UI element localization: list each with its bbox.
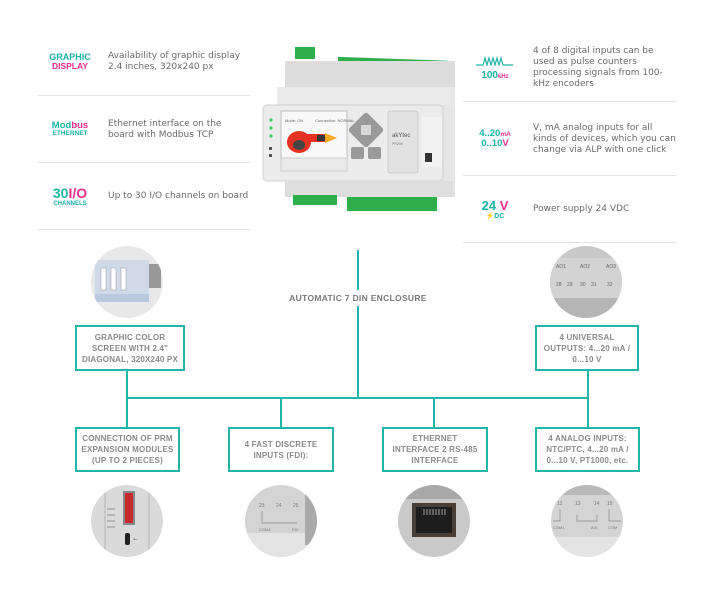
pin-label: 29 [567, 282, 573, 288]
connector-line-center [357, 250, 359, 398]
feature-pulse-counters: 100kHz 4 of 8 digital inputs can be used… [463, 34, 676, 102]
terminal-block [295, 47, 315, 59]
logo-text: I/O [68, 185, 88, 201]
terminal-label: AO2 [580, 264, 590, 270]
logo-text: ETHERNET [52, 130, 88, 138]
logo-text: 24 [481, 198, 497, 213]
ethernet-port-thumbnail [398, 485, 470, 557]
connector-line-left [126, 370, 128, 428]
power-logo: 24 V ⚡DC [463, 199, 527, 220]
connector-line-horizontal [126, 397, 589, 399]
logo-text: 4..20 [479, 128, 501, 140]
io-channels-logo: 30I/O CHANNELS [38, 186, 102, 207]
terminal-label: COM [608, 525, 617, 530]
terminal-block [347, 197, 437, 211]
feature-graphic-display: GRAPHIC DISPLAY Availability of graphic … [38, 28, 250, 96]
fdi-closeup-thumbnail: 23 24 25 COM4 FDI [245, 485, 317, 557]
pin-label: 13 [575, 501, 581, 507]
logo-text: kHz [498, 74, 509, 81]
feature-description: Ethernet interface on the board with Mod… [108, 118, 222, 140]
logo-text: V [502, 138, 509, 149]
logo-text: 30 [52, 185, 69, 201]
esc-key[interactable] [351, 147, 364, 159]
outputs-closeup-thumbnail: AO1 AO2 AO3 28 29 30 31 32 [550, 246, 622, 318]
divider [38, 229, 250, 230]
terminal-label: COM1 [553, 525, 565, 530]
burner-icon [287, 131, 337, 153]
connector-line-right [587, 370, 589, 428]
pin-label: 14 [594, 501, 600, 507]
enclosure-title: AUTOMATIC 7 DIN ENCLOSURE [250, 290, 466, 306]
divider [38, 95, 250, 96]
analog-logo: 4..20mA 0..10V [463, 129, 527, 149]
screen-status: Connection: NORMAL [315, 118, 355, 123]
terminal-label: AI4 [591, 525, 598, 530]
pin-label: 24 [276, 503, 282, 509]
fast-discrete-inputs-box: 4 FAST DISCRETE INPUTS (FDI): [228, 427, 334, 472]
logo-text: Mod [51, 120, 72, 132]
pin-label: 32 [607, 282, 613, 288]
divider [463, 175, 676, 176]
logo-text: DC [494, 212, 505, 220]
pulse-logo: 100kHz [463, 54, 527, 81]
pin-label: 31 [591, 282, 597, 288]
connector-line-ethernet [433, 397, 435, 428]
logo-text: mA [500, 131, 511, 139]
prm-expansion-box: CONNECTION OF PRM EXPANSION MODULES (UP … [75, 427, 180, 472]
logo-text: 100 [481, 70, 498, 82]
universal-outputs-box: 4 UNIVERSAL OUTPUTS: 4...20 mA / 0...10 … [535, 325, 639, 371]
divider [38, 162, 250, 163]
logo-text: CHANNELS [53, 200, 87, 207]
model-label: PR205 [392, 142, 403, 146]
qr-code [425, 153, 432, 162]
terminal-label: AO1 [556, 264, 566, 270]
connector-line-fdi [280, 397, 282, 428]
logo-text: DISPLAY [51, 61, 89, 72]
terminal-label: AO3 [606, 264, 616, 270]
ok-key[interactable] [368, 147, 381, 159]
feature-power-supply: 24 V ⚡DC Power supply 24 VDC [463, 176, 676, 243]
brand-logo: akYtec [392, 133, 410, 139]
pin-label: 25 [293, 503, 299, 509]
pin-label: 12 [557, 501, 563, 507]
analog-inputs-closeup-thumbnail: 12 13 14 15 COM1 AI4 COM [551, 485, 623, 557]
expansion-port [125, 493, 133, 523]
pin-label: 23 [259, 503, 265, 509]
feature-io-channels: 30I/O CHANNELS Up to 30 I/O channels on … [38, 163, 250, 230]
analog-inputs-box: 4 ANALOG INPUTS: NTC/PTC, 4...20 mA / 0.… [535, 427, 640, 472]
terminal-label: COM4 [259, 527, 271, 532]
pin-label: 15 [607, 501, 613, 507]
feature-modbus-ethernet: Modbus ETHERNET Ethernet interface on th… [38, 96, 250, 163]
navigation-pad[interactable] [348, 112, 385, 149]
divider [463, 101, 676, 102]
logo-text: V [499, 198, 509, 213]
controller-device-image: Mode: ON Connection: NORMAL akYtec PR205 [255, 45, 455, 217]
feature-description: Up to 30 I/O channels on board [108, 191, 249, 201]
logo-text: GRAPHIC [49, 51, 91, 62]
graphic-display-logo: GRAPHIC DISPLAY [38, 51, 102, 72]
pulse-wave-icon [476, 56, 513, 68]
graphic-screen-box: GRAPHIC COLOR SCREEN WITH 2.4" DIAGONAL,… [75, 325, 185, 371]
ethernet-interface-box: ETHERNET INTERFACE 2 RS-485 INTERFACE [382, 427, 488, 472]
pin-label: 30 [580, 282, 586, 288]
feature-description: Power supply 24 VDC [533, 204, 630, 214]
feature-description: Availability of graphic display 2.4 inch… [108, 51, 241, 72]
modbus-logo: Modbus ETHERNET [38, 121, 102, 138]
logo-text: bus [71, 120, 89, 132]
logo-text: 0..10 [481, 138, 503, 149]
terminal-block [293, 195, 337, 205]
usb-icon: ⭠ [133, 536, 138, 543]
screen-status: Mode: ON [285, 118, 303, 123]
feature-description: V, mA analog inputs for all kinds of dev… [533, 122, 676, 155]
usb-port [125, 533, 130, 545]
lightning-icon: ⚡ [485, 212, 495, 220]
feature-description: 4 of 8 digital inputs can be used as pul… [533, 46, 663, 89]
divider [463, 242, 676, 243]
prm-connector-thumbnail: ⭠ [91, 485, 163, 557]
terminal-label: FDI [292, 527, 298, 532]
screen-closeup-thumbnail [91, 246, 163, 318]
brand-cover [387, 110, 419, 174]
feature-analog-inputs: 4..20mA 0..10V V, mA analog inputs for a… [463, 102, 676, 176]
pin-label: 28 [556, 282, 562, 288]
